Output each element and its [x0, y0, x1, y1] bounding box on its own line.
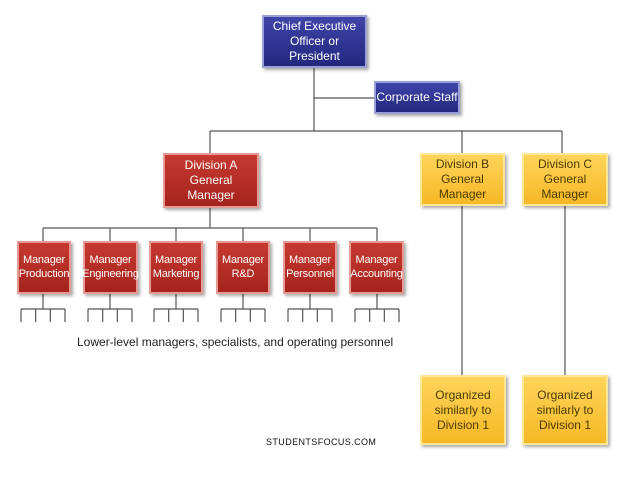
- organized-c-label: Organized similarly to Division 1: [536, 387, 594, 432]
- manager-engineering-box: Manager Engineering: [82, 241, 139, 294]
- division-a-label: Division A General Manager: [184, 158, 238, 202]
- corporate-staff-box: Corporate Staff: [374, 81, 460, 114]
- manager-production-label: Manager Production: [18, 253, 70, 280]
- manager-production-box: Manager Production: [17, 241, 71, 294]
- division-c-label: Division C General Manager: [537, 157, 592, 201]
- corporate-staff-label: Corporate Staff: [376, 90, 458, 104]
- manager-personnel-box: Manager Personnel: [283, 241, 337, 294]
- manager-accounting-box: Manager Accounting: [349, 241, 404, 294]
- ceo-box: Chief Executive Officer or President: [262, 15, 367, 68]
- division-c-box: Division C General Manager: [522, 153, 608, 206]
- lower-level-note: Lower-level managers, specialists, and o…: [77, 335, 394, 349]
- manager-personnel-label: Manager Personnel: [286, 253, 334, 280]
- organized-b-box: Organized similarly to Division 1: [420, 375, 506, 445]
- lower-level-ticks: [20, 294, 400, 322]
- organized-b-label: Organized similarly to Division 1: [434, 387, 492, 432]
- division-b-box: Division B General Manager: [420, 153, 505, 206]
- division-a-box: Division A General Manager: [163, 153, 259, 208]
- manager-marketing-box: Manager Marketing: [149, 241, 203, 294]
- manager-marketing-label: Manager Marketing: [152, 253, 200, 280]
- manager-engineering-label: Manager Engineering: [82, 253, 139, 280]
- site-footer: STUDENTSFOCUS.COM: [266, 437, 377, 447]
- organized-c-box: Organized similarly to Division 1: [522, 375, 608, 445]
- manager-accounting-label: Manager Accounting: [350, 253, 403, 280]
- division-b-label: Division B General Manager: [435, 157, 490, 201]
- manager-rd-label: Manager R&D: [221, 253, 264, 280]
- ceo-label: Chief Executive Officer or President: [272, 19, 357, 63]
- manager-rd-box: Manager R&D: [216, 241, 270, 294]
